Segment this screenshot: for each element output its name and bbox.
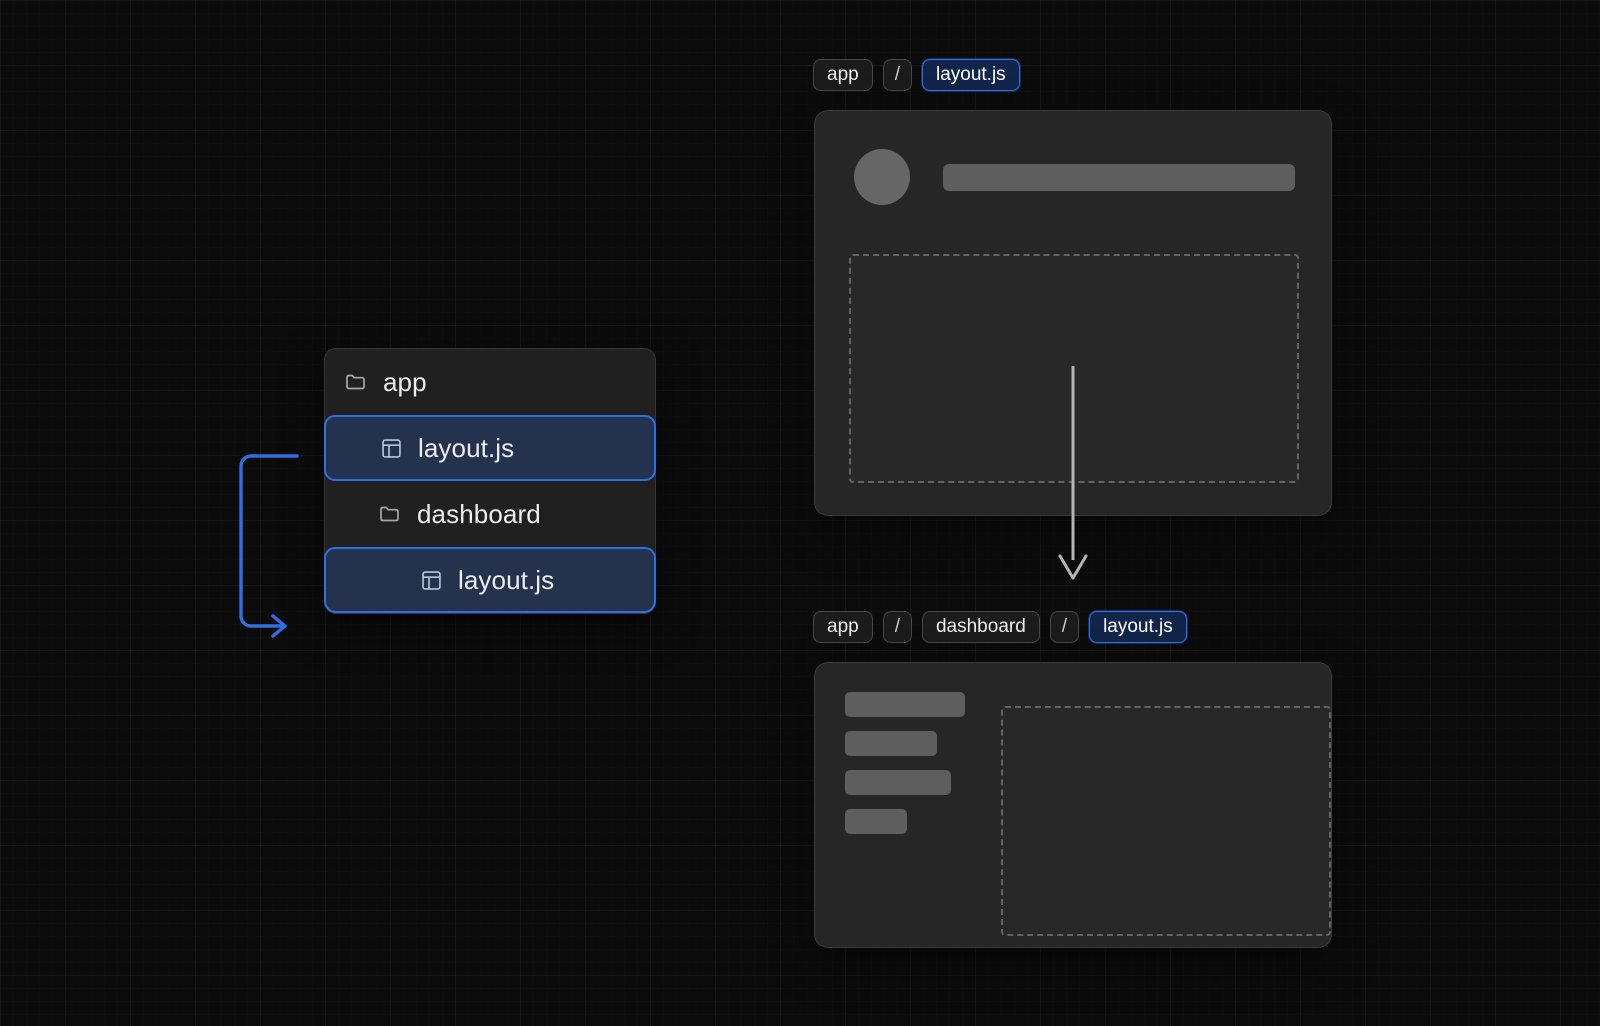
breadcrumb-separator: / [1049,611,1080,643]
layout-icon [418,567,444,593]
flow-arrow-down [1058,366,1088,580]
breadcrumb-root-layout: app / layout.js [813,59,1020,91]
tree-row-label: dashboard [417,498,541,529]
tree-row-app[interactable]: app [325,349,655,415]
layout-icon [378,435,404,461]
breadcrumb-separator: / [882,59,912,91]
sidebar-item-placeholder-4 [845,809,907,834]
breadcrumb-segment-layout-active[interactable]: layout.js [921,59,1020,91]
tree-row-label: layout.js [458,564,555,595]
breadcrumb-separator: / [882,611,912,643]
tree-row-dashboard-layout[interactable]: layout.js [324,547,656,613]
tree-row-label: app [383,366,427,397]
header-bar-placeholder [943,164,1295,191]
folder-icon [343,369,369,395]
tree-row-app-layout[interactable]: layout.js [324,415,656,481]
breadcrumb-dashboard-layout: app / dashboard / layout.js [813,611,1187,643]
avatar [854,149,910,205]
children-slot-dashed-area [1001,706,1331,936]
breadcrumb-segment-dashboard[interactable]: dashboard [921,611,1040,643]
breadcrumb-segment-app[interactable]: app [813,611,873,643]
file-tree-panel: app layout.js dashboard [324,348,656,614]
sidebar-item-placeholder-1 [845,692,965,717]
breadcrumb-segment-layout-active[interactable]: layout.js [1089,611,1187,643]
dashboard-layout-preview-card [814,662,1332,948]
sidebar-item-placeholder-2 [845,731,937,756]
layout-nesting-connector [239,454,299,638]
sidebar-item-placeholder-3 [845,770,951,795]
folder-icon [377,501,403,527]
tree-row-label: layout.js [418,432,515,463]
tree-row-dashboard[interactable]: dashboard [325,481,655,547]
breadcrumb-segment-app[interactable]: app [813,59,873,91]
